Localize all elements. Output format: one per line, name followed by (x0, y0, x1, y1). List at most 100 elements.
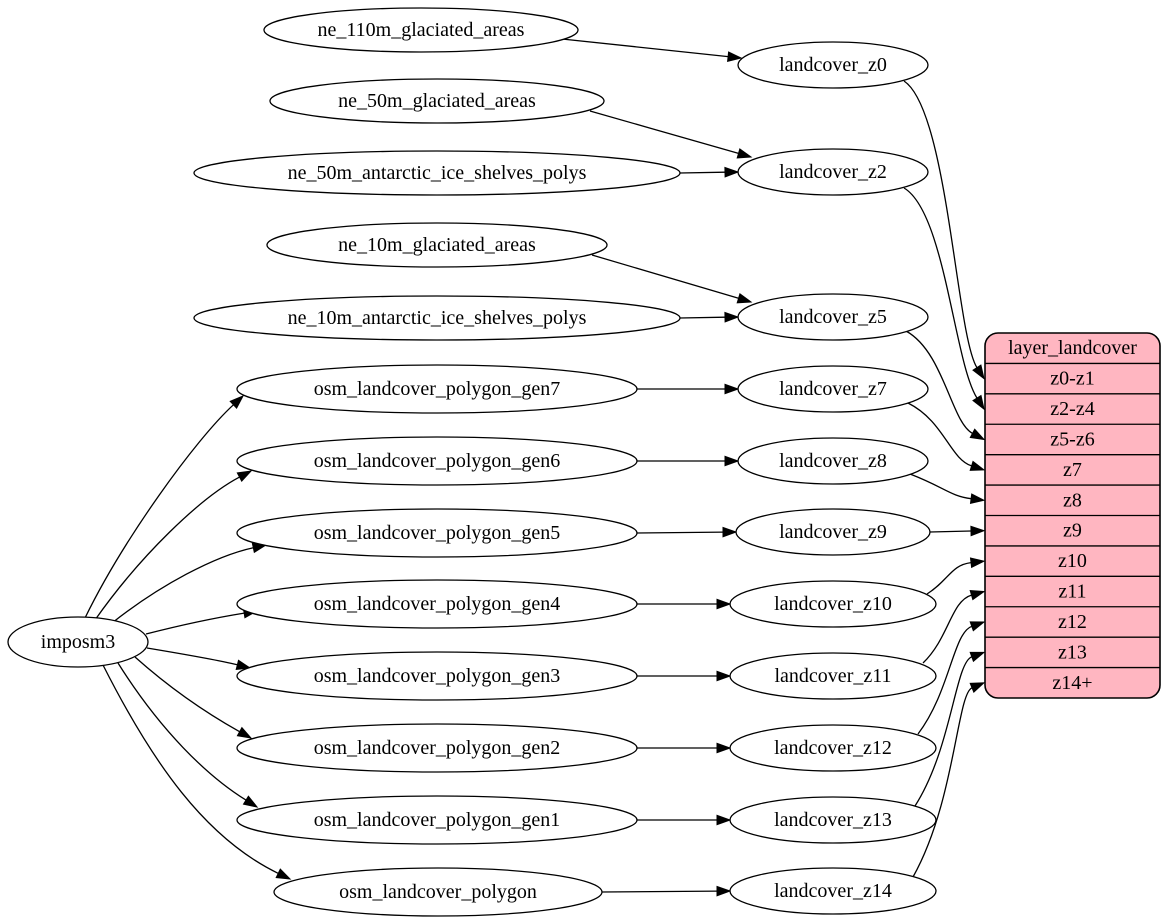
arrowhead-icon (242, 795, 259, 808)
edge-osm_landcover_polygon_gen7-to-landcover_z7 (637, 383, 740, 395)
node-label: landcover_z9 (779, 521, 887, 543)
edge-imposm3-to-osm_landcover_polygon_gen2 (134, 656, 253, 739)
node-label: osm_landcover_polygon_gen1 (314, 809, 561, 831)
table-row-z0-z1: z0-z1 (1050, 368, 1094, 390)
table-title: layer_landcover (1008, 337, 1137, 359)
edge-ne_50m_glaciated_areas-to-landcover_z2 (589, 110, 753, 159)
node-osm_landcover_polygon_gen6: osm_landcover_polygon_gen6 (236, 436, 638, 486)
node-label: osm_landcover_polygon (339, 881, 537, 903)
node-landcover_z14: landcover_z14 (729, 867, 937, 915)
edge-line (903, 80, 978, 369)
edge-line (929, 530, 972, 533)
edge-line (94, 476, 240, 621)
edge-line (917, 625, 973, 735)
table-row-z13: z13 (1058, 641, 1087, 663)
table-row-z7: z7 (1063, 459, 1082, 481)
arrowhead-icon (236, 470, 253, 483)
edge-line (679, 316, 726, 319)
arrowhead-icon (716, 885, 732, 897)
edge-landcover_z14-to-layer_landcover-z14+ (912, 682, 986, 878)
table-row-z5-z6: z5-z6 (1050, 428, 1094, 450)
node-label: osm_landcover_polygon_gen3 (314, 665, 561, 687)
edge-landcover_z7-to-layer_landcover-z7 (907, 402, 986, 471)
node-label: landcover_z2 (779, 161, 887, 183)
edge-ne_10m_glaciated_areas-to-landcover_z5 (591, 254, 753, 304)
arrowhead-icon (716, 742, 732, 754)
node-shape (729, 580, 937, 628)
node-shape (737, 293, 929, 341)
node-osm_landcover_polygon_gen2: osm_landcover_polygon_gen2 (236, 723, 638, 773)
edge-line (145, 612, 245, 635)
node-shape (729, 652, 937, 700)
node-imposm3: imposm3 (7, 616, 149, 668)
node-label: landcover_z14 (774, 880, 892, 902)
arrowhead-icon (736, 148, 753, 159)
node-shape (269, 78, 605, 124)
node-label: osm_landcover_polygon_gen6 (314, 450, 561, 472)
node-shape (236, 651, 638, 701)
edge-imposm3-to-osm_landcover_polygon_gen4 (145, 607, 259, 635)
edge-landcover_z13-to-layer_landcover-z13 (914, 651, 986, 807)
edge-ne_10m_antarctic_ice_shelves_polys-to-landcover_z5 (679, 311, 740, 323)
arrowhead-icon (724, 383, 740, 395)
node-ne_110m_glaciated_areas: ne_110m_glaciated_areas (263, 7, 579, 53)
arrowhead-icon (229, 395, 245, 410)
edge-line (102, 664, 279, 874)
node-shape (193, 150, 681, 196)
arrowhead-icon (724, 311, 740, 323)
node-label: osm_landcover_polygon_gen2 (314, 737, 561, 759)
node-landcover_z11: landcover_z11 (729, 652, 937, 700)
edge-landcover_z9-to-layer_landcover-z9 (929, 525, 986, 537)
arrowhead-icon (972, 394, 985, 411)
arrowhead-icon (972, 364, 985, 380)
arrowhead-icon (969, 428, 986, 441)
node-label: landcover_z13 (774, 809, 892, 831)
node-shape (735, 508, 931, 556)
node-shape (236, 795, 638, 845)
edge-line (907, 402, 972, 467)
node-osm_landcover_polygon_gen5: osm_landcover_polygon_gen5 (236, 508, 638, 558)
node-label: osm_landcover_polygon_gen4 (314, 593, 561, 615)
arrowhead-icon (716, 598, 732, 610)
edge-line (922, 594, 972, 664)
edge-landcover_z8-to-layer_landcover-z8 (909, 473, 986, 504)
node-label: landcover_z0 (779, 54, 887, 76)
node-shape (737, 365, 929, 413)
node-landcover_z12: landcover_z12 (729, 724, 937, 772)
node-shape (737, 148, 929, 196)
edge-line (134, 656, 240, 733)
node-landcover_z13: landcover_z13 (729, 796, 937, 844)
arrowhead-icon (724, 455, 740, 467)
node-label: osm_landcover_polygon_gen5 (314, 522, 561, 544)
edge-line (905, 330, 973, 434)
edge-landcover_z11-to-layer_landcover-z11 (922, 590, 986, 664)
edge-imposm3-to-osm_landcover_polygon_gen7 (84, 395, 245, 619)
node-shape (729, 796, 937, 844)
node-shape (729, 867, 937, 915)
edge-line (561, 38, 729, 58)
node-label: landcover_z5 (779, 306, 887, 328)
edge-osm_landcover_polygon_gen2-to-landcover_z12 (637, 742, 732, 754)
table-row-z14+: z14+ (1052, 672, 1092, 694)
edge-line (589, 110, 739, 155)
arrowhead-icon (969, 493, 986, 504)
node-label: ne_10m_antarctic_ice_shelves_polys (288, 307, 587, 329)
node-landcover_z5: landcover_z5 (737, 293, 929, 341)
node-osm_landcover_polygon: osm_landcover_polygon (273, 867, 603, 917)
edge-imposm3-to-osm_landcover_polygon_gen6 (94, 470, 253, 621)
arrowhead-icon (969, 460, 986, 471)
node-shape (737, 41, 929, 89)
node-label: ne_50m_antarctic_ice_shelves_polys (288, 162, 587, 184)
edge-line (601, 890, 718, 893)
edge-osm_landcover_polygon_gen3-to-landcover_z11 (637, 670, 732, 682)
edge-osm_landcover_polygon_gen1-to-landcover_z13 (637, 814, 732, 826)
edge-line (111, 547, 254, 624)
node-shape (236, 436, 638, 486)
arrowhead-icon (724, 166, 740, 178)
arrowhead-icon (969, 682, 986, 693)
node-landcover_z7: landcover_z7 (737, 365, 929, 413)
arrowhead-icon (716, 814, 732, 826)
node-label: landcover_z7 (779, 378, 887, 400)
node-ne_10m_antarctic_ice_shelves_polys: ne_10m_antarctic_ice_shelves_polys (193, 295, 681, 341)
node-label: osm_landcover_polygon_gen7 (314, 378, 561, 400)
